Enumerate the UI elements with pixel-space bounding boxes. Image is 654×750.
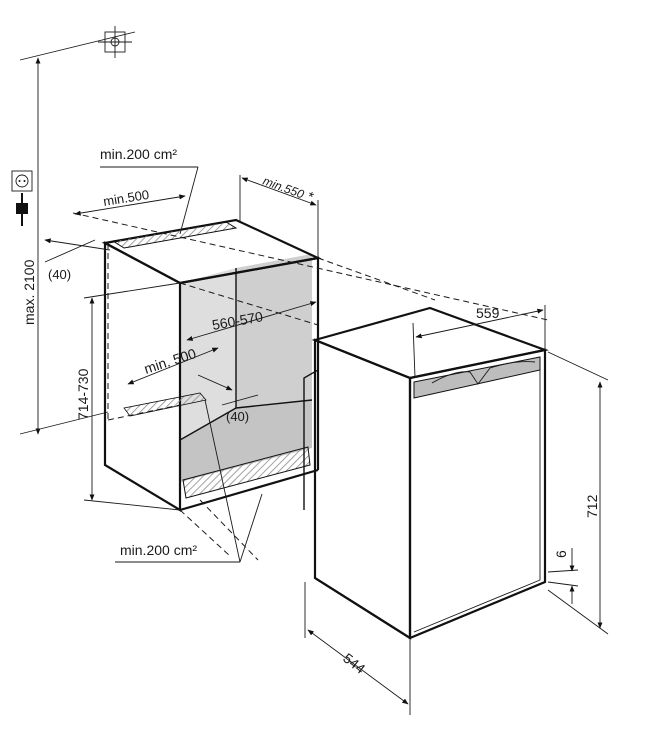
top-offset-dimension: (40): [44, 238, 111, 282]
bottom-offset-label: (40): [226, 409, 249, 424]
bottom-vent-callout: min.200 cm²: [115, 399, 263, 563]
niche-height-label: 714-730: [75, 368, 91, 420]
max-height-dimension: max. 2100: [19, 57, 109, 435]
bottom-offset-dimension: (40): [197, 374, 259, 424]
top-vent-area-label: min.200 cm²: [100, 146, 177, 162]
plinth-gap-dimension: 6: [547, 548, 579, 604]
appliance-height-label: 712: [584, 494, 600, 518]
appliance-depth-dimension: 544: [304, 582, 411, 715]
cabinet-niche: [101, 218, 322, 512]
appliance-height-dimension: 712: [547, 351, 609, 635]
niche-height-dimension: 714-730: [75, 282, 181, 511]
top-vent-callout: min.200 cm²: [100, 146, 199, 235]
socket-icon: [11, 170, 33, 192]
depth-min-dimension: min.550*: [239, 172, 319, 258]
appliance-width-label: 559: [476, 305, 500, 321]
bottom-vent-area-label: min.200 cm²: [120, 542, 197, 558]
top-offset-label: (40): [48, 267, 71, 282]
appliance-depth-label: 544: [340, 650, 368, 677]
appliance-width-dimension: 559: [412, 305, 546, 379]
top-vent-width-dimension: min.500: [74, 187, 186, 216]
depth-min-label: min.550: [261, 174, 306, 202]
plug-icon: [16, 193, 28, 226]
crosshair-icon: [19, 26, 136, 61]
plinth-gap-label: 6: [553, 550, 569, 558]
max-height-label: max. 2100: [21, 259, 37, 325]
top-vent-width-label: min.500: [102, 187, 150, 209]
depth-min-star: *: [305, 188, 316, 205]
svg-text:min.550*: min.550*: [261, 172, 316, 205]
appliance: [311, 306, 550, 640]
